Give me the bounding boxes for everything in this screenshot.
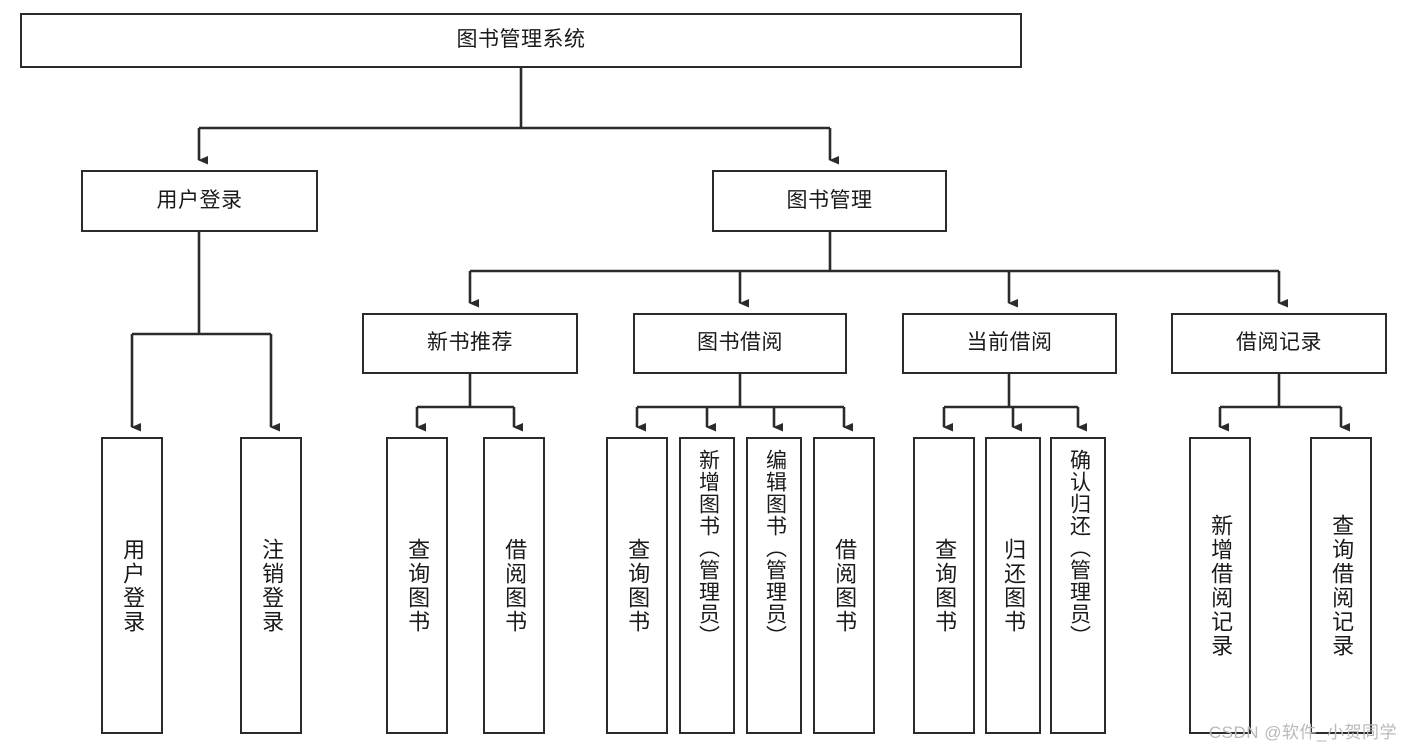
node-leaf-query-record[interactable]: 查询借阅记录 <box>1310 437 1372 734</box>
node-user-login[interactable]: 用户登录 <box>81 170 318 232</box>
node-leaf-query-book-rec-label: 查询图书 <box>405 537 431 634</box>
node-current-borrow[interactable]: 当前借阅 <box>902 313 1117 374</box>
node-book-manage[interactable]: 图书管理 <box>712 170 947 232</box>
node-leaf-borrow-book-rec-label: 借阅图书 <box>502 537 528 634</box>
node-new-book-rec-label: 新书推荐 <box>427 331 513 355</box>
node-leaf-add-book-label: 新增图书（管理员） <box>696 449 720 647</box>
node-leaf-borrow-book[interactable]: 借阅图书 <box>813 437 875 734</box>
node-leaf-query-book-borrow-label: 查询图书 <box>625 537 651 634</box>
node-leaf-edit-book-label: 编辑图书（管理员） <box>763 449 787 647</box>
node-leaf-add-record-label: 新增借阅记录 <box>1208 513 1234 658</box>
node-new-book-rec[interactable]: 新书推荐 <box>362 313 578 374</box>
node-leaf-borrow-book-label: 借阅图书 <box>832 537 858 634</box>
node-leaf-edit-book[interactable]: 编辑图书（管理员） <box>746 437 802 734</box>
node-book-borrow-label: 图书借阅 <box>697 331 783 355</box>
node-leaf-logout[interactable]: 注销登录 <box>240 437 302 734</box>
node-leaf-add-record[interactable]: 新增借阅记录 <box>1189 437 1251 734</box>
node-leaf-query-book-rec[interactable]: 查询图书 <box>386 437 448 734</box>
node-leaf-query-book-cur[interactable]: 查询图书 <box>913 437 975 734</box>
node-leaf-user-login[interactable]: 用户登录 <box>101 437 163 734</box>
node-root-label: 图书管理系统 <box>456 28 586 52</box>
node-leaf-logout-label: 注销登录 <box>259 537 285 634</box>
node-leaf-confirm-return[interactable]: 确认归还（管理员） <box>1050 437 1106 734</box>
node-leaf-user-login-label: 用户登录 <box>120 537 146 634</box>
node-leaf-return-book[interactable]: 归还图书 <box>985 437 1041 734</box>
node-book-borrow[interactable]: 图书借阅 <box>633 313 847 374</box>
csdn-watermark: CSDN @软件_小贺同学 <box>1208 723 1397 742</box>
node-leaf-query-book-borrow[interactable]: 查询图书 <box>606 437 668 734</box>
node-borrow-record-label: 借阅记录 <box>1236 331 1322 355</box>
node-book-manage-label: 图书管理 <box>786 188 873 212</box>
node-leaf-confirm-return-label: 确认归还（管理员） <box>1067 449 1091 647</box>
node-leaf-query-record-label: 查询借阅记录 <box>1329 513 1355 658</box>
node-borrow-record[interactable]: 借阅记录 <box>1171 313 1387 374</box>
node-root[interactable]: 图书管理系统 <box>20 13 1022 68</box>
node-leaf-query-book-cur-label: 查询图书 <box>932 537 958 634</box>
node-user-login-label: 用户登录 <box>156 188 243 212</box>
node-leaf-return-book-label: 归还图书 <box>1001 537 1027 634</box>
node-leaf-borrow-book-rec[interactable]: 借阅图书 <box>483 437 545 734</box>
node-leaf-add-book[interactable]: 新增图书（管理员） <box>679 437 735 734</box>
node-current-borrow-label: 当前借阅 <box>966 331 1053 355</box>
